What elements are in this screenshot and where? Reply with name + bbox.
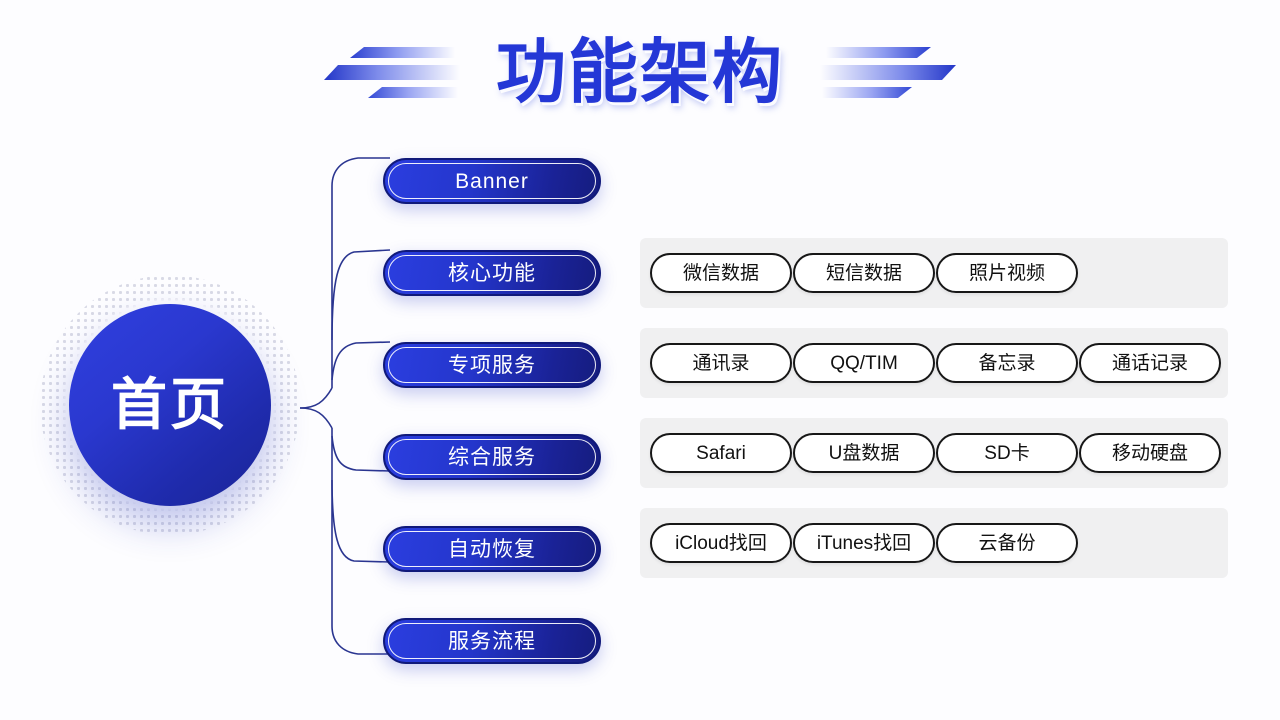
detail-chip[interactable]: iCloud找回 <box>650 523 792 563</box>
detail-chip-label: iCloud找回 <box>675 532 767 554</box>
stripes-left-icon <box>322 37 462 107</box>
branch-pill-label: 核心功能 <box>448 261 536 285</box>
branch-pill-special-services[interactable]: 专项服务 <box>383 342 601 388</box>
detail-panel-core-functions: 微信数据 短信数据 照片视频 <box>640 238 1228 308</box>
branch-pill-label: 服务流程 <box>448 629 536 653</box>
hub-circle[interactable]: 首页 <box>69 304 271 506</box>
detail-chip[interactable]: 通话记录 <box>1079 343 1221 383</box>
branch-pill-label: 自动恢复 <box>448 537 536 561</box>
detail-chip-label: 照片视频 <box>968 262 1045 284</box>
branch-pill-core-functions[interactable]: 核心功能 <box>383 250 601 296</box>
branch-pill-label: Banner <box>455 169 529 193</box>
detail-chip-label: 通话记录 <box>1111 352 1188 374</box>
branch-pill-banner[interactable]: Banner <box>383 158 601 204</box>
detail-panel-comprehensive-services: Safari U盘数据 SD卡 移动硬盘 <box>640 418 1228 488</box>
detail-chip[interactable]: SD卡 <box>936 433 1078 473</box>
tree-connector <box>299 157 391 655</box>
branch-pill-comprehensive-services[interactable]: 综合服务 <box>383 434 601 480</box>
detail-chip[interactable]: 微信数据 <box>650 253 792 293</box>
detail-panels: 微信数据 短信数据 照片视频 通讯录 QQ/TIM 备忘录 通话记录 Safar… <box>640 238 1230 598</box>
branch-pill-label: 专项服务 <box>448 353 536 377</box>
branch-pill-label: 综合服务 <box>448 445 536 469</box>
branch-pill-auto-recovery[interactable]: 自动恢复 <box>383 526 601 572</box>
detail-chip[interactable]: 照片视频 <box>936 253 1078 293</box>
branch-pill-service-process[interactable]: 服务流程 <box>383 618 601 664</box>
page-title: 功能架构 <box>496 33 784 111</box>
detail-chip-label: 云备份 <box>978 532 1036 554</box>
hub-label: 首页 <box>111 373 229 436</box>
detail-chip[interactable]: QQ/TIM <box>793 343 935 383</box>
detail-chip[interactable]: iTunes找回 <box>793 523 935 563</box>
detail-chip[interactable]: U盘数据 <box>793 433 935 473</box>
detail-chip[interactable]: Safari <box>650 433 792 473</box>
detail-chip-label: SD卡 <box>984 442 1030 464</box>
detail-chip-label: Safari <box>696 442 746 464</box>
stripes-right-icon <box>818 37 958 107</box>
detail-chip[interactable]: 移动硬盘 <box>1079 433 1221 473</box>
detail-chip[interactable]: 通讯录 <box>650 343 792 383</box>
detail-chip-label: 短信数据 <box>825 262 902 284</box>
detail-chip[interactable]: 备忘录 <box>936 343 1078 383</box>
detail-panel-special-services: 通讯录 QQ/TIM 备忘录 通话记录 <box>640 328 1228 398</box>
detail-chip-label: 微信数据 <box>682 262 759 284</box>
detail-chip-label: 备忘录 <box>978 352 1036 374</box>
page-title-bar: 功能架构 <box>0 22 1280 122</box>
detail-chip-label: QQ/TIM <box>830 352 898 374</box>
hub-node[interactable]: 首页 <box>40 275 300 535</box>
detail-panel-auto-recovery: iCloud找回 iTunes找回 云备份 <box>640 508 1228 578</box>
detail-chip-label: 移动硬盘 <box>1111 442 1188 464</box>
detail-chip-label: U盘数据 <box>828 442 900 464</box>
detail-chip[interactable]: 短信数据 <box>793 253 935 293</box>
detail-chip-label: 通讯录 <box>692 352 750 374</box>
detail-chip-label: iTunes找回 <box>816 532 912 554</box>
detail-chip[interactable]: 云备份 <box>936 523 1078 563</box>
branch-list: Banner 核心功能 专项服务 综合服务 自动恢复 服务流程 <box>383 158 601 710</box>
